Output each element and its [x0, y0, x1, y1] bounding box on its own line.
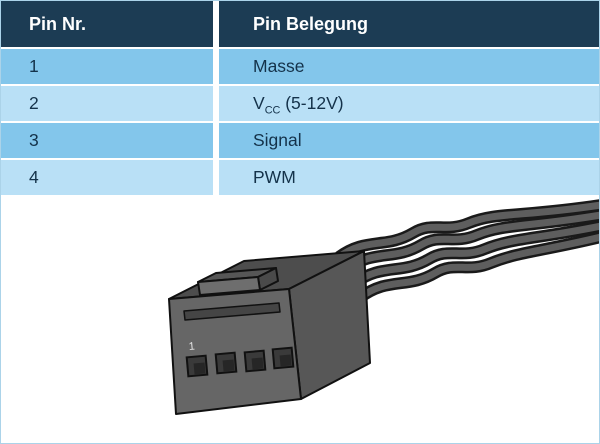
- latch-tab-front: [197, 276, 261, 296]
- table-header-row: Pin Nr. Pin Belegung: [1, 1, 599, 49]
- pin-function-cell: VCC (5-12V): [219, 86, 599, 121]
- column-divider: [213, 49, 219, 84]
- pin-number-cell: 2: [1, 86, 213, 121]
- pin-function-cell: PWM: [219, 160, 599, 195]
- table-row: 2 VCC (5-12V): [1, 86, 599, 123]
- column-divider: [213, 123, 219, 158]
- latch-groove: [183, 302, 281, 321]
- header-cell-pin-nr: Pin Nr.: [1, 1, 213, 47]
- pin-function: Masse: [253, 56, 305, 76]
- pin-function: VCC (5-12V): [253, 93, 344, 117]
- header-label-pin-nr: Pin Nr.: [29, 13, 87, 34]
- column-divider: [213, 86, 219, 121]
- pin-number-cell: 3: [1, 123, 213, 158]
- connector-front-face: [168, 288, 302, 415]
- wire: [336, 201, 599, 260]
- pin-assignment-table: Pin Nr. Pin Belegung 1 Masse 2 VCC (5-12…: [1, 1, 599, 197]
- pin-number: 3: [29, 130, 39, 150]
- pin-function-cell: Masse: [219, 49, 599, 84]
- wire: [352, 222, 599, 286]
- fan-cable-wires: [335, 199, 599, 302]
- pin-hole-3-inner: [251, 357, 264, 370]
- header-cell-pin-belegung: Pin Belegung: [219, 1, 599, 47]
- pin-number: 1: [29, 56, 39, 76]
- vcc-main: V: [253, 93, 265, 113]
- pin-number: 2: [29, 93, 39, 113]
- pin-function: Signal: [253, 130, 302, 150]
- wire: [344, 211, 599, 272]
- column-divider: [213, 160, 219, 195]
- table-row: 3 Signal: [1, 123, 599, 160]
- vcc-range: (5-12V): [280, 93, 344, 113]
- header-label-pin-belegung: Pin Belegung: [253, 13, 369, 34]
- pin1-marker: 1: [188, 341, 195, 353]
- fan-connector-illustration: 1: [168, 199, 599, 415]
- table-row: 4 PWM: [1, 160, 599, 197]
- pin-number-cell: 4: [1, 160, 213, 195]
- pin-function-cell: Signal: [219, 123, 599, 158]
- column-divider: [213, 1, 219, 47]
- table-row: 1 Masse: [1, 49, 599, 86]
- pin-number-cell: 1: [1, 49, 213, 84]
- pin-hole-2-inner: [222, 359, 235, 372]
- wire: [358, 233, 599, 300]
- pin-holes: [185, 346, 295, 378]
- pin-function: PWM: [253, 167, 296, 187]
- pin-hole-4-inner: [279, 354, 292, 367]
- pin-number: 4: [29, 167, 39, 187]
- pin-hole-1-inner: [193, 362, 206, 375]
- vcc-subscript: CC: [264, 104, 281, 117]
- connector-housing: [168, 250, 371, 415]
